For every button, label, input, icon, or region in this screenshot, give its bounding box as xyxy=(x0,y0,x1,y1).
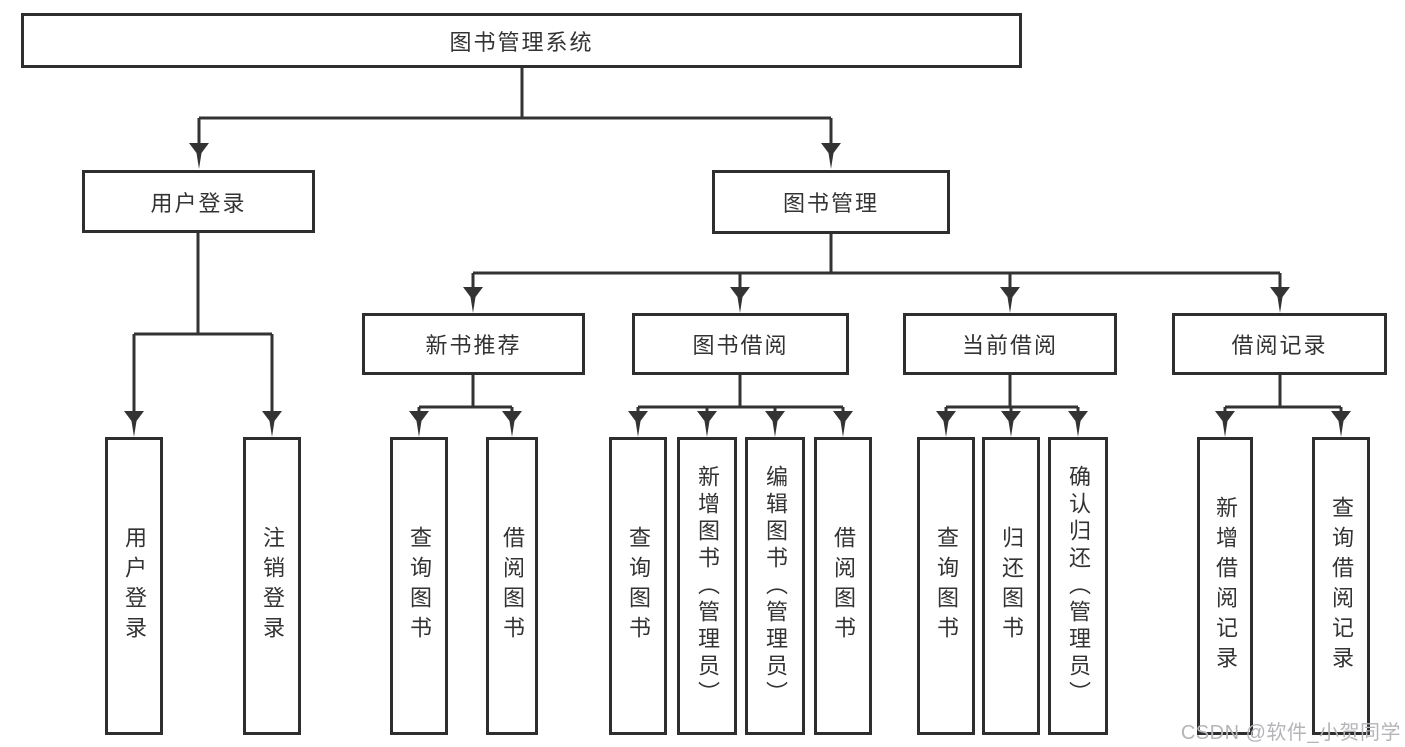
node-new-book-recommendation: 新书推荐 xyxy=(362,313,585,375)
node-user-login: 用户登录 xyxy=(82,170,315,233)
connector-root-to-level2 xyxy=(197,68,833,145)
leaf-add-book-admin: 新增图书（管理员） xyxy=(677,437,737,735)
node-label: 新增借阅记录 xyxy=(1213,496,1238,676)
leaf-logout: 注销登录 xyxy=(243,437,301,735)
node-label: 查询图书 xyxy=(626,526,651,646)
connector-new-book-children xyxy=(417,375,514,414)
node-book-borrowing: 图书借阅 xyxy=(632,313,849,375)
node-label: 图书管理系统 xyxy=(449,29,594,55)
connector-current-borrow-children xyxy=(944,375,1080,414)
leaf-borrow-books-recommend: 借阅图书 xyxy=(486,437,538,735)
node-current-borrowing: 当前借阅 xyxy=(903,313,1117,375)
node-label: 新增图书（管理员） xyxy=(695,464,720,708)
node-label: 确认归还（管理员） xyxy=(1066,464,1091,708)
leaf-user-login: 用户登录 xyxy=(105,437,163,735)
leaf-query-borrow-record: 查询借阅记录 xyxy=(1312,437,1370,735)
node-label: 借阅图书 xyxy=(500,526,525,646)
node-label: 借阅记录 xyxy=(1231,333,1328,358)
leaf-query-books-recommend: 查询图书 xyxy=(390,437,448,735)
leaf-edit-book-admin: 编辑图书（管理员） xyxy=(745,437,805,735)
node-label: 图书管理 xyxy=(782,191,879,216)
node-borrowing-records: 借阅记录 xyxy=(1172,313,1387,375)
node-label: 查询图书 xyxy=(934,526,959,646)
leaf-query-books-borrow: 查询图书 xyxy=(609,437,667,735)
node-book-management: 图书管理 xyxy=(712,170,950,234)
connector-book-borrow-children xyxy=(636,375,845,414)
node-label: 归还图书 xyxy=(999,526,1024,646)
node-label: 用户登录 xyxy=(150,190,247,216)
connector-borrow-record-children xyxy=(1223,375,1343,414)
leaf-add-borrow-record: 新增借阅记录 xyxy=(1197,437,1253,735)
leaf-query-books-current: 查询图书 xyxy=(917,437,975,735)
node-label: 查询图书 xyxy=(407,526,432,646)
node-label: 借阅图书 xyxy=(831,526,856,646)
node-label: 编辑图书（管理员） xyxy=(763,464,788,708)
connector-user-login-children xyxy=(132,233,274,414)
leaf-borrow-books: 借阅图书 xyxy=(814,437,872,735)
node-label: 用户登录 xyxy=(122,526,147,646)
node-library-management-system: 图书管理系统 xyxy=(21,13,1022,68)
connector-book-management-children xyxy=(471,234,1282,290)
csdn-watermark: CSDN @软件_小贺同学 xyxy=(1180,722,1401,744)
leaf-confirm-return-admin: 确认归还（管理员） xyxy=(1048,437,1108,735)
node-label: 新书推荐 xyxy=(425,333,522,358)
node-label: 查询借阅记录 xyxy=(1329,496,1354,676)
node-label: 注销登录 xyxy=(260,526,285,646)
leaf-return-book: 归还图书 xyxy=(982,437,1040,735)
node-label: 当前借阅 xyxy=(961,333,1058,358)
node-label: 图书借阅 xyxy=(692,333,789,358)
